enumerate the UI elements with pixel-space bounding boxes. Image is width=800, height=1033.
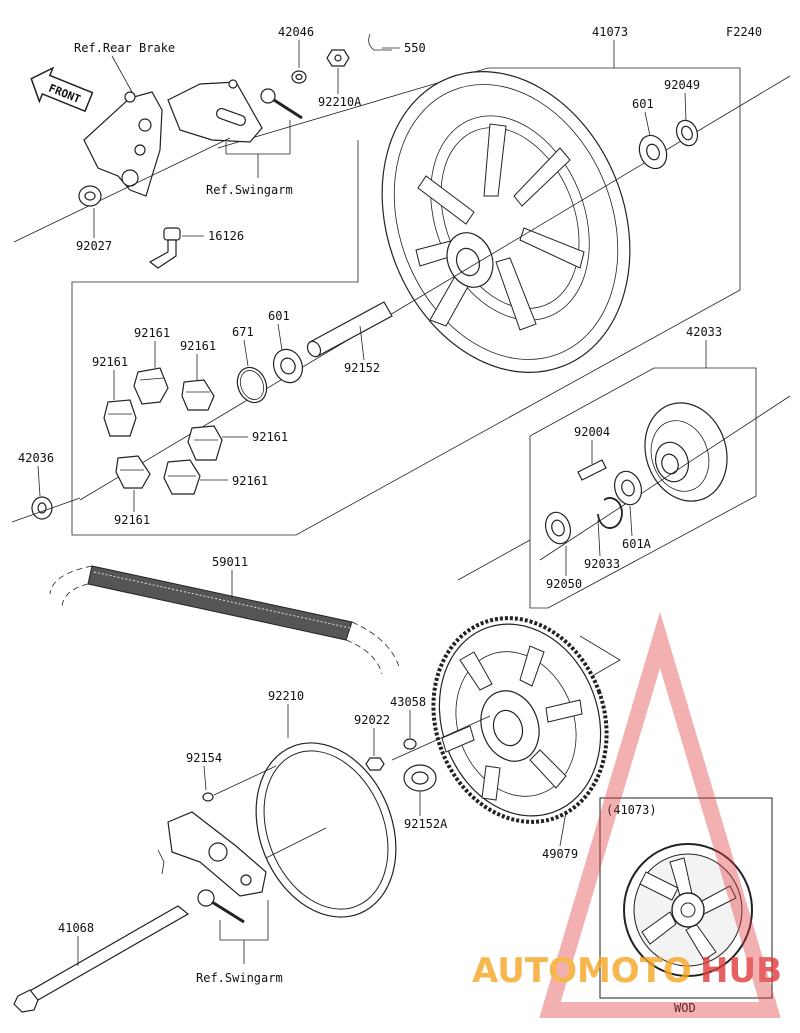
bearing-601A bbox=[613, 470, 643, 506]
nut-92210 bbox=[365, 757, 385, 771]
part-label: 601A bbox=[622, 537, 652, 551]
part-label: 92050 bbox=[546, 577, 582, 591]
part-label: 92161 bbox=[134, 326, 170, 340]
grease-nipple-16126 bbox=[148, 227, 181, 269]
seal-92050 bbox=[544, 511, 572, 545]
inset-caption: WOD bbox=[674, 1001, 696, 1015]
part-label: 92152A bbox=[404, 817, 448, 831]
part-label: 92161 bbox=[252, 430, 288, 444]
stud-92004 bbox=[577, 459, 607, 481]
part-label: 601 bbox=[632, 97, 654, 111]
collar-92152A bbox=[403, 764, 437, 792]
watermark-part2: HUB bbox=[700, 951, 782, 991]
part-label: 92210A bbox=[318, 95, 362, 109]
damper-92161 bbox=[181, 379, 215, 411]
damper-92161 bbox=[187, 425, 223, 461]
coupling-42033 bbox=[644, 402, 728, 502]
part-label: 92161 bbox=[92, 355, 128, 369]
front-arrow: FRONT bbox=[30, 66, 94, 113]
washer-42046 bbox=[291, 70, 307, 84]
part-label: 42046 bbox=[278, 25, 314, 39]
part-label: 92161 bbox=[180, 339, 216, 353]
ref-swingarm-bottom: Ref.Swingarm bbox=[196, 971, 283, 985]
assembly-frame-wheel bbox=[71, 67, 741, 536]
swingarm-adjuster-top bbox=[167, 79, 263, 143]
collar-42036 bbox=[31, 496, 53, 520]
washer-92022 bbox=[403, 738, 417, 750]
damper-92161-group bbox=[103, 367, 223, 495]
watermark-logo: AUTOMOTO HUB bbox=[472, 611, 782, 1018]
damper-92161 bbox=[133, 367, 169, 405]
part-label: 550 bbox=[404, 41, 426, 55]
part-label: 92004 bbox=[574, 425, 610, 439]
diagram-code: F2240 bbox=[726, 25, 762, 39]
rear-brake-bracket bbox=[83, 91, 163, 197]
part-label: 92152 bbox=[344, 361, 380, 375]
axle-41068 bbox=[13, 905, 190, 1013]
part-label: 92033 bbox=[584, 557, 620, 571]
part-label: 42036 bbox=[18, 451, 54, 465]
part-label: 49079 bbox=[542, 847, 578, 861]
part-label: 92027 bbox=[76, 239, 112, 253]
nut-92210A bbox=[326, 49, 350, 67]
part-label: 671 bbox=[232, 325, 254, 339]
part-label: 41073 bbox=[592, 25, 628, 39]
part-label: 16126 bbox=[208, 229, 244, 243]
adjuster-bolt-lower bbox=[197, 889, 245, 924]
part-label: 92154 bbox=[186, 751, 222, 765]
swingarm-bracket-lower bbox=[157, 811, 267, 897]
damper-92161 bbox=[103, 399, 137, 437]
part-label: 92161 bbox=[114, 513, 150, 527]
part-label: 92161 bbox=[232, 474, 268, 488]
assembly-frame-hub bbox=[529, 367, 757, 609]
ref-swingarm-top: Ref.Swingarm bbox=[206, 183, 293, 197]
adjuster-bolt bbox=[260, 88, 303, 120]
part-label: 59011 bbox=[212, 555, 248, 569]
inset-box: (41073) WOD bbox=[599, 797, 773, 1015]
inset-code: (41073) bbox=[606, 803, 657, 817]
bearing-601-top bbox=[638, 134, 668, 170]
part-label: 42033 bbox=[686, 325, 722, 339]
watermark-part1: AUTOMOTO bbox=[472, 951, 692, 991]
o-ring-671 bbox=[236, 366, 268, 404]
part-label: 43058 bbox=[390, 695, 426, 709]
part-label: 92210 bbox=[268, 689, 304, 703]
inset-wheel bbox=[623, 843, 753, 977]
collar-92027 bbox=[78, 185, 102, 207]
pulley-guard-43058 bbox=[255, 742, 397, 918]
part-label: 92022 bbox=[354, 713, 390, 727]
seal-92049 bbox=[675, 119, 699, 147]
circlip-92033 bbox=[597, 497, 623, 529]
drive-belt-59011 bbox=[49, 565, 401, 675]
damper-92161 bbox=[163, 459, 201, 495]
axle-line-bracket bbox=[13, 137, 231, 243]
bearing-601-mid bbox=[272, 348, 304, 384]
rear-pulley-49079 bbox=[431, 616, 609, 824]
damper-92161 bbox=[115, 455, 151, 489]
bolt-92154 bbox=[202, 792, 214, 802]
rear-wheel-rim bbox=[381, 71, 631, 373]
part-label: 41068 bbox=[58, 921, 94, 935]
part-label: 601 bbox=[268, 309, 290, 323]
part-label: 92049 bbox=[664, 78, 700, 92]
cotter-pin-550 bbox=[368, 33, 392, 51]
ref-rear-brake: Ref.Rear Brake bbox=[74, 41, 175, 55]
collar-92152 bbox=[306, 301, 393, 358]
